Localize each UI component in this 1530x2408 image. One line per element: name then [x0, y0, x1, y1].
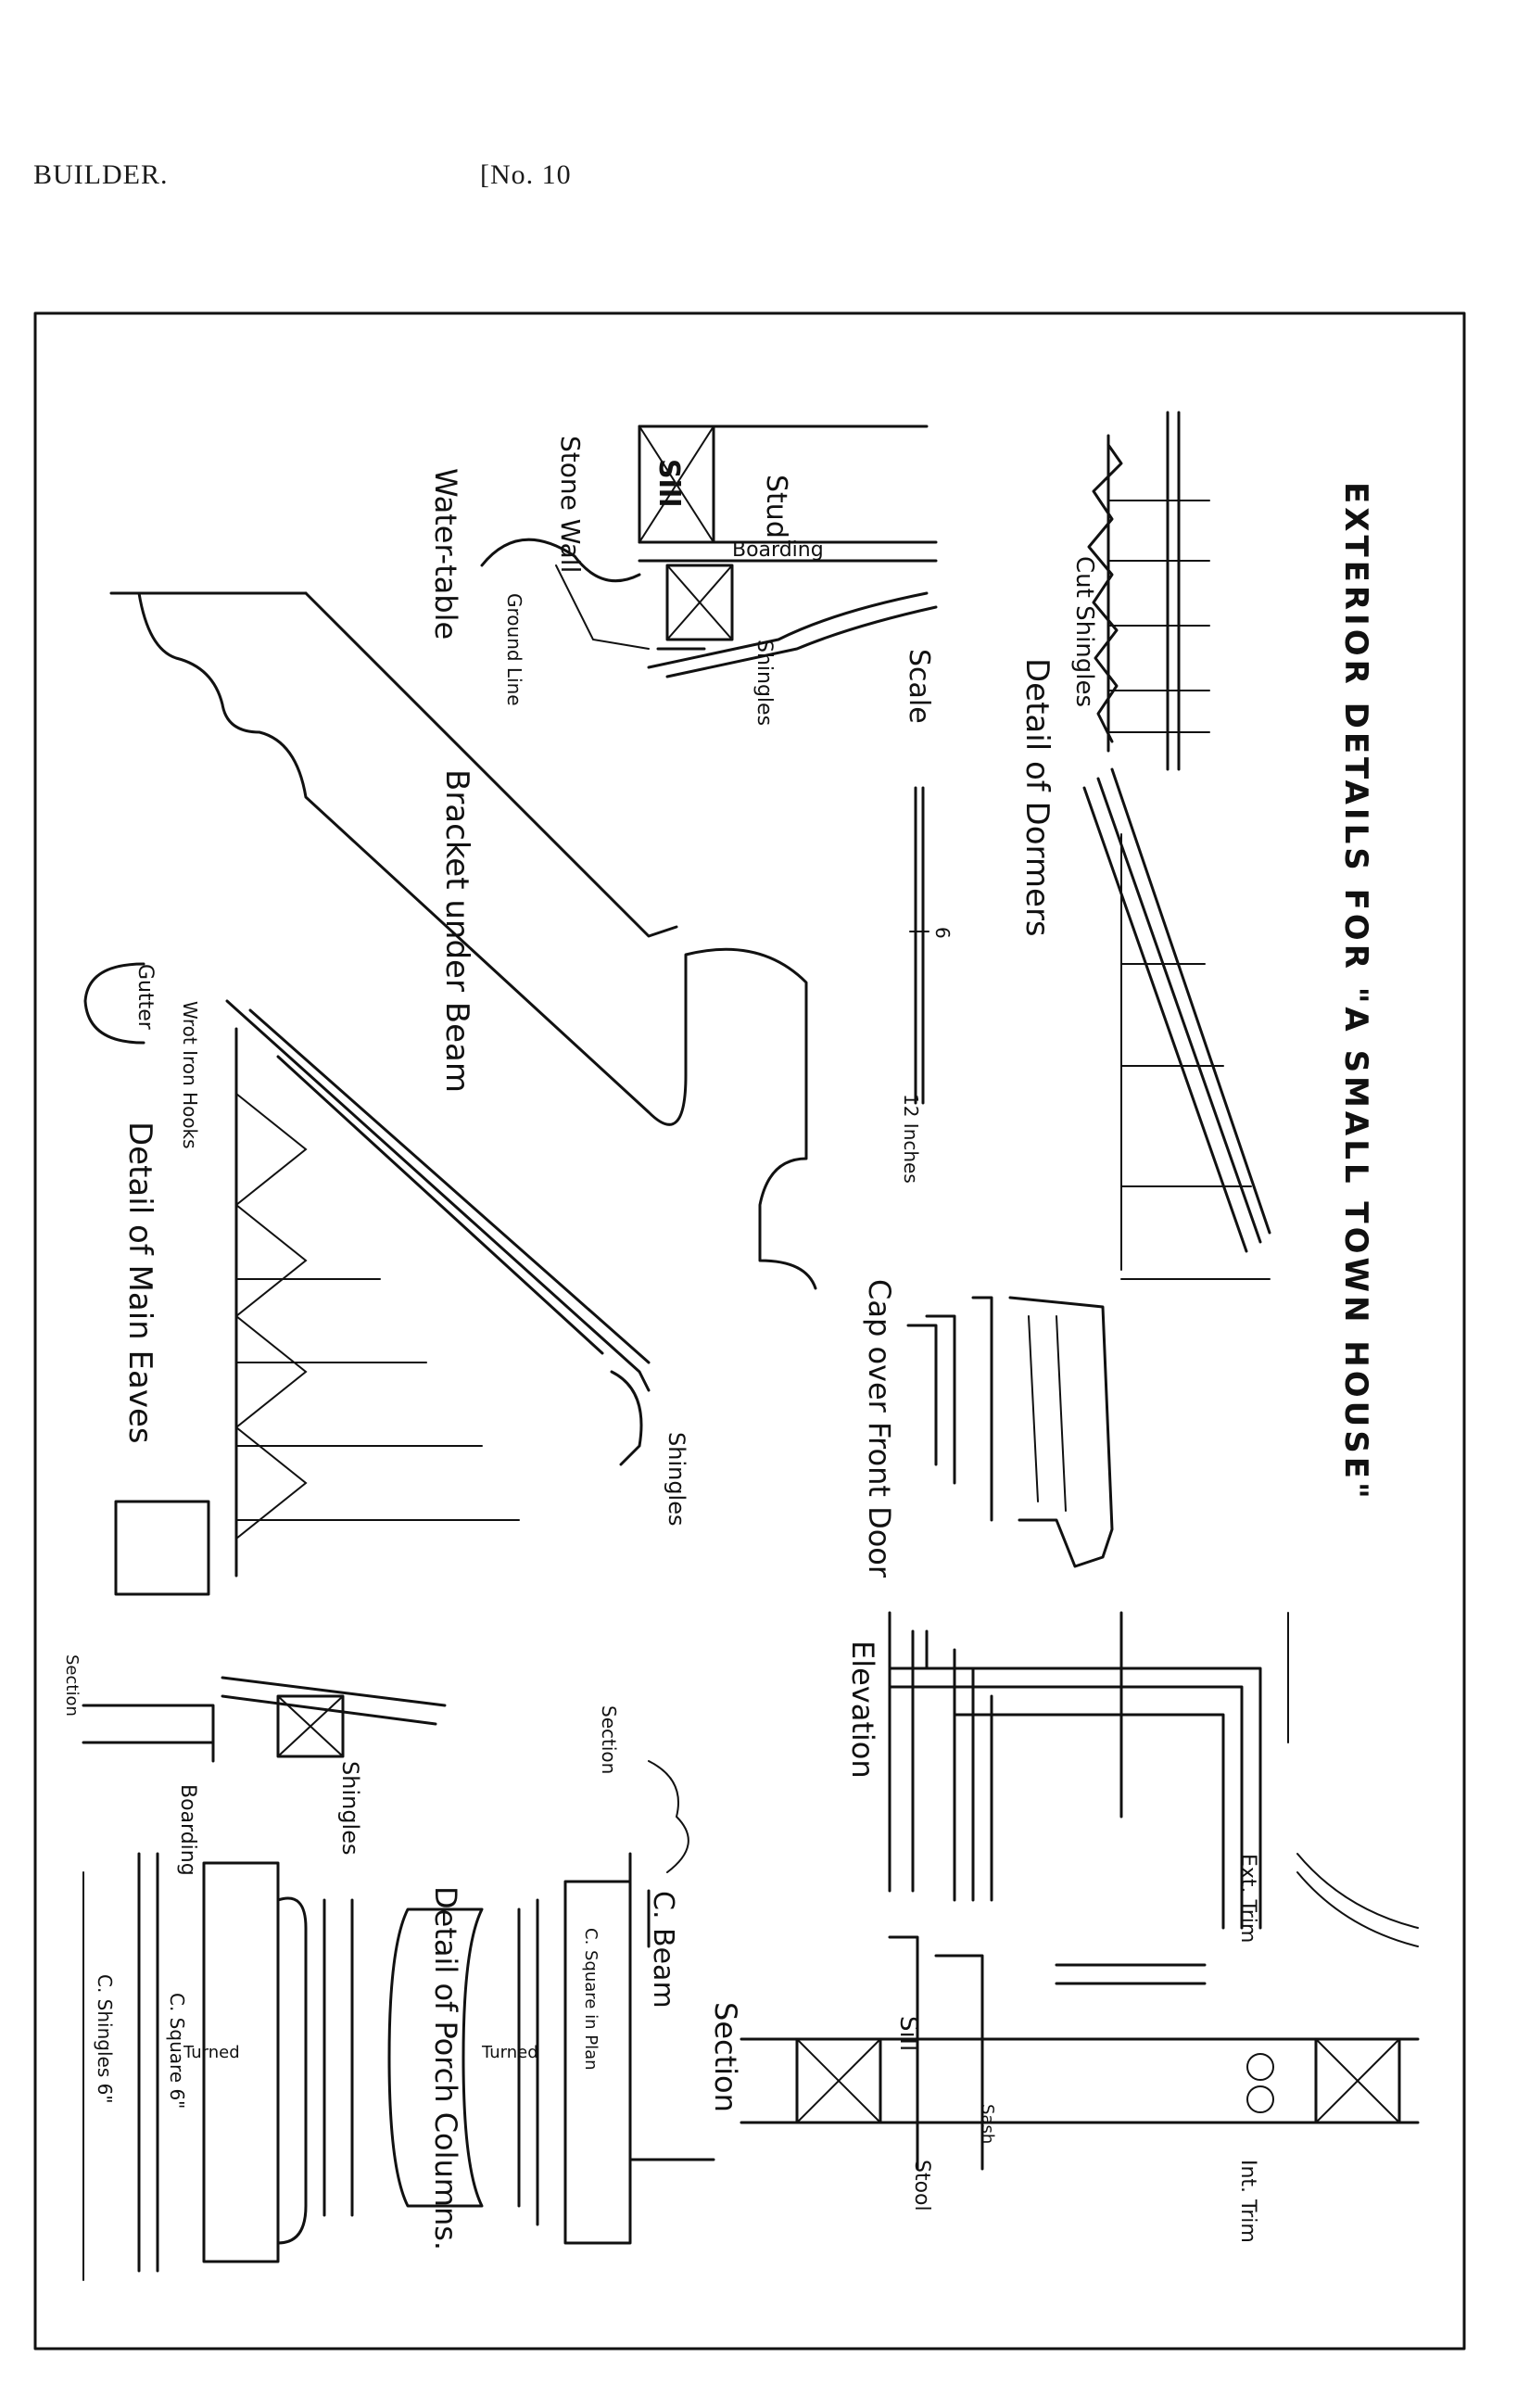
sill-detail: [480, 425, 938, 678]
label-scale: Scale: [903, 649, 935, 724]
publication-name: BUILDER.: [33, 159, 169, 190]
eaves-detail: [83, 962, 651, 1596]
label-sill-window: Sill: [894, 2016, 922, 2051]
label-scale-12: 12 Inches: [900, 1094, 922, 1184]
label-beam: C. Beam: [647, 1891, 679, 2009]
label-section-window: Section: [708, 2002, 743, 2112]
label-cut-shingles: Cut Shingles: [1070, 556, 1098, 707]
label-sash: Sash: [978, 2104, 997, 2144]
label-stool: Stool: [910, 2160, 933, 2212]
label-elevation: Elevation: [845, 1641, 880, 1779]
label-shingles-eaves: Shingles: [664, 1432, 689, 1527]
dormer-detail: [1087, 411, 1210, 771]
label-shingles-top: Shingles: [752, 640, 776, 726]
label-water-table: Water-table: [428, 468, 463, 640]
label-shingles-6: C. Shingles 6": [94, 1974, 116, 2104]
label-detail-eaves: Detail of Main Eaves: [121, 1122, 158, 1444]
window-section: [740, 1853, 1420, 2171]
label-square-6: C. Square 6": [166, 1993, 188, 2109]
door-cap-detail: [906, 1296, 1114, 1568]
label-square-plan: C. Square in Plan: [581, 1928, 601, 2071]
label-boarding-top: Boarding: [732, 539, 824, 562]
label-shingles-porch: Shingles: [337, 1761, 363, 1856]
porch-columns: [82, 1852, 632, 2281]
label-bracket: Bracket under Beam: [438, 769, 475, 1093]
label-cap-door: Cap over Front Door: [862, 1279, 897, 1578]
label-sill-top: Sill: [652, 459, 685, 507]
label-gutter: Gutter: [133, 964, 157, 1031]
label-detail-porch: Detail of Porch Columns.: [428, 1886, 463, 2250]
label-wrot-iron: Wrot Iron Hooks: [179, 1001, 201, 1149]
label-ground-line: Ground Line: [503, 593, 525, 706]
label-section-beam: Section: [598, 1705, 620, 1774]
label-detail-dormers: Detail of Dormers: [1018, 658, 1056, 937]
elevation-detail: [888, 1611, 1289, 1930]
label-ext-trim: Ext. Trim: [1236, 1854, 1259, 1943]
dormer-rafters: [1082, 767, 1271, 1280]
scale-bar: [909, 786, 929, 1105]
plate-border: [33, 311, 1466, 2351]
bracket-detail: [109, 591, 817, 1290]
issue-number: [No. 10: [480, 159, 572, 190]
plate-title: EXTERIOR DETAILS FOR "A SMALL TOWN HOUSE…: [1337, 482, 1374, 1502]
label-turned-a: Turned: [481, 2043, 538, 2062]
label-scale-6: 6: [931, 927, 954, 939]
label-stone-wall: Stone Wall: [555, 436, 586, 573]
label-section-small: Section: [62, 1654, 82, 1717]
label-stud: Stud: [760, 475, 792, 539]
label-boarding-porch: Boarding: [176, 1784, 199, 1876]
label-turned-b: Turned: [183, 2043, 240, 2062]
label-int-trim: Int. Trim: [1236, 2160, 1259, 2243]
porch-section: [82, 1676, 447, 1763]
